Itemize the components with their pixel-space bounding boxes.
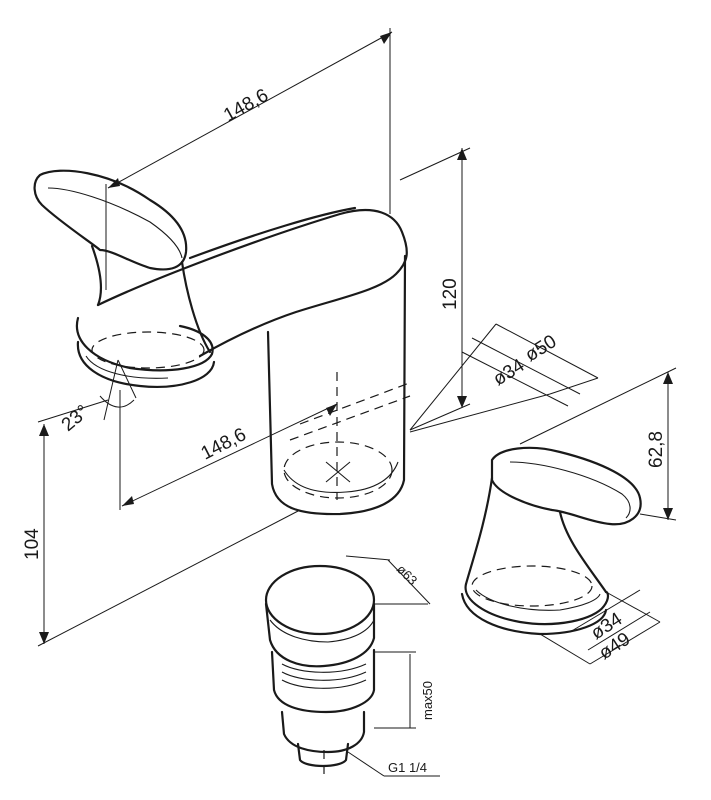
dim-base-diameters: ø50 ø34	[409, 323, 599, 433]
dim-spout-length-top: 148,6	[105, 28, 393, 290]
handle-base-hidden-ellipse	[471, 565, 593, 607]
dim-label-spout-height: 120	[440, 278, 461, 310]
drain-cap-side	[264, 602, 376, 668]
dim-handle-angle: 23°	[58, 359, 137, 436]
drain-thread-2	[281, 671, 367, 681]
handle-body-left	[464, 476, 494, 586]
dim-label-base-outer: ø50	[522, 331, 561, 366]
spout-lever-collar	[75, 316, 214, 372]
handle-base-ring-lower	[460, 592, 608, 636]
dim-label-spout-reach: 148,6	[198, 424, 250, 464]
dim-label-drain-max-height: max50	[420, 681, 435, 720]
drain-body	[270, 648, 376, 714]
spout-lever-inner	[47, 187, 183, 259]
drain-cap-ring	[269, 619, 375, 643]
spout-lever-neck-left	[90, 244, 102, 307]
handle-base-ring	[464, 582, 610, 626]
spout-hidden-base-line-2	[299, 381, 413, 425]
spout-column-left	[266, 254, 407, 516]
dim-spout-height: 120	[399, 147, 471, 431]
dim-spout-reach: 148,6	[119, 390, 338, 510]
dim-handle-height: 62,8	[519, 367, 677, 521]
spout-axis-cross-2	[325, 461, 351, 483]
drain-thread-3	[281, 679, 367, 689]
dim-label-handle-height: 62,8	[646, 431, 667, 468]
spout-lever-outline	[33, 169, 188, 271]
handle-body-right	[558, 510, 608, 594]
spout-lever-collar-lower	[76, 340, 216, 388]
spout-upper-edge	[188, 206, 357, 260]
side-handle	[460, 446, 642, 636]
drain-cap-top	[264, 564, 376, 636]
dim-label-spout-length-top: 148,6	[220, 85, 272, 126]
spout-lever-neck-right	[180, 260, 212, 354]
handle-base-inner-curve	[475, 589, 601, 611]
drain-thread-1	[281, 663, 367, 673]
dim-label-total-height: 104	[22, 528, 43, 560]
dim-label-drain-diameter: ø63	[394, 562, 420, 588]
spout-lever-hidden-ellipse	[91, 331, 205, 369]
drain-plug	[264, 564, 376, 780]
dim-handle-base-diameters: ø34 ø49	[539, 589, 661, 665]
dim-drain-max-height: max50	[374, 651, 435, 729]
drain-lower-body	[280, 710, 366, 754]
spout-hidden-base-line-1	[289, 395, 411, 441]
spout-body-outline	[96, 209, 408, 358]
handle-lever-outline	[490, 446, 642, 526]
spout-lever-collar-ring	[85, 355, 169, 379]
drain-tail	[296, 742, 350, 768]
dim-total-height: 104	[22, 399, 301, 647]
dim-label-drain-thread: G1 1/4	[388, 760, 427, 775]
spout-inner-contour	[283, 461, 399, 493]
dim-drain-diameter: ø63	[345, 555, 431, 605]
dim-label-base-inner: ø34	[490, 355, 529, 390]
spout-faucet	[33, 169, 413, 516]
dim-drain-thread: G1 1/4	[347, 751, 440, 777]
handle-lever-inner	[509, 461, 631, 519]
spout-base-ellipse	[283, 441, 393, 499]
